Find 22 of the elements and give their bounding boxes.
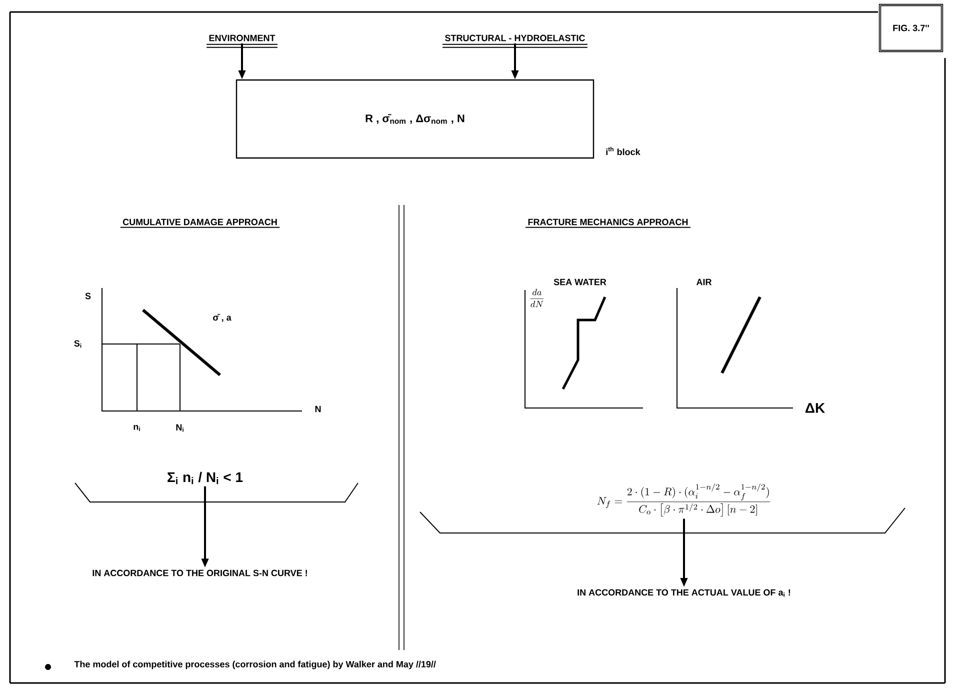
chart-title: AIR	[696, 278, 712, 286]
parameter-box: R , σ̄$_{nom}$ , Δσ$_{nom}$ , N	[236, 79, 594, 159]
figure-number: FIG. 3.7''	[878, 4, 944, 52]
axis-label: S	[85, 292, 91, 300]
crack-growth-formula: $N_f = \frac{2\cdot(1-R)\cdot(\alpha_i^{1-n/2}-\alpha_f^{1-n/2})}{C_o\cdot\left[\beta\cdot\pi^{1/2}\cdot\Delta o\right]\left[n-2\right]}$	[597, 483, 770, 517]
conclusion-text: IN ACCORDANCE TO THE ACTUAL VALUE OF a$_{i}$ !	[578, 589, 790, 597]
axis-label: $\frac{da}{dN}$	[530, 288, 544, 308]
section-heading: FRACTURE MECHANICS APPROACH	[528, 218, 688, 226]
block-label: i$^{th}$ block	[606, 146, 640, 156]
footnote: The model of competitive processes (corrosion and fatigue) by Walker and May //19//	[74, 660, 436, 670]
axis-label: ΔK	[805, 403, 825, 413]
chart-title: SEA WATER	[554, 278, 606, 286]
curve-label: σ̄ , a	[213, 314, 232, 322]
axis-label: N	[315, 406, 321, 412]
axis-label: N$_{i}$	[176, 424, 184, 432]
heading: STRUCTURAL - HYDROELASTIC	[445, 34, 585, 42]
heading: ENVIRONMENT	[209, 34, 276, 42]
conclusion-text: IN ACCORDANCE TO THE ORIGINAL S-N CURVE !	[92, 570, 307, 576]
section-heading: CUMULATIVE DAMAGE APPROACH	[122, 218, 277, 226]
axis-label: S$_{i}$	[74, 340, 82, 348]
summation-formula: Σ$_{i}$ n$_{i}$ / N$_{i}$ < 1	[168, 472, 243, 484]
axis-label: n$_{i}$	[134, 424, 140, 432]
